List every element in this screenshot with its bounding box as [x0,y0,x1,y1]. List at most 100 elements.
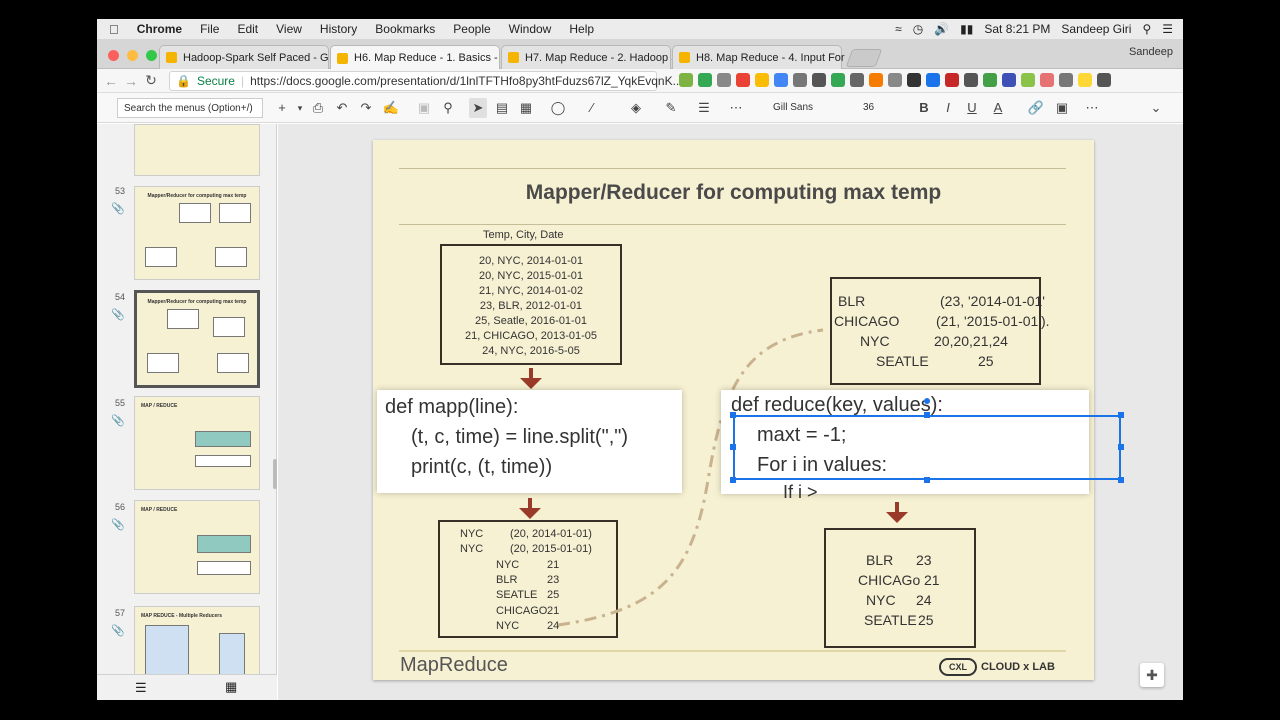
url-input[interactable]: 🔒 Secure | https://docs.google.com/prese… [169,71,683,91]
text-selection-frame[interactable] [733,415,1121,480]
list-view-icon[interactable]: ☰ [135,680,147,695]
slide-thumb-56[interactable]: MAP / REDUCE [134,500,260,594]
underline-icon[interactable]: U [967,100,977,115]
tab-map-reduce-basics[interactable]: H6. Map Reduce - 1. Basics - × [330,45,510,70]
rotate-handle[interactable] [924,398,930,404]
extension-icon[interactable] [755,73,769,87]
extension-icon[interactable] [945,73,959,87]
speaker-notes-button[interactable]: ✚ [1140,663,1164,687]
italic-icon[interactable]: I [946,100,950,115]
slide-footer[interactable]: MapReduce [400,654,508,676]
zoom-icon[interactable]: ⚲ [443,100,453,115]
extension-icon[interactable] [1021,73,1035,87]
result-box[interactable]: BLR 23 CHICAGo 21 NYC 24 SEATLE 25 [824,528,976,648]
reducer-code-box[interactable]: def reduce(key, values): maxt = -1; For … [721,390,1089,502]
link-icon[interactable]: 🔗 [1027,100,1045,115]
new-tab-button[interactable] [845,49,883,67]
mapper-code-box[interactable]: def mapp(line): (t, c, time) = line.spli… [377,390,682,493]
list-icon[interactable]: ☰ [1162,22,1173,36]
spotlight-icon[interactable]: ⚲ [1142,22,1152,36]
resize-handle[interactable] [730,412,736,418]
extension-icon[interactable] [698,73,712,87]
menu-view[interactable]: View [266,22,302,36]
menu-people[interactable]: People [443,22,490,36]
resize-handle[interactable] [730,477,736,483]
time-machine-icon[interactable]: ◷ [912,22,924,36]
paint-format-icon[interactable]: ✍ [382,100,400,115]
zoom-fit-icon[interactable]: ▣ [417,100,431,115]
font-family-select[interactable]: Gill Sans [773,102,814,113]
resize-handle[interactable] [1118,477,1124,483]
slide-thumb-53[interactable]: Mapper/Reducer for computing max temp [134,186,260,280]
print-icon[interactable]: ⎙ [312,100,324,115]
input-header[interactable]: Temp, City, Date [483,229,564,241]
resize-handle[interactable] [924,412,930,418]
forward-icon[interactable]: → [124,72,138,89]
extension-icon[interactable] [1059,73,1073,87]
resize-handle[interactable] [1118,412,1124,418]
undo-icon[interactable]: ↶ [336,100,348,115]
slide[interactable]: Mapper/Reducer for computing max temp Te… [373,140,1124,680]
close-window-icon[interactable] [108,50,119,61]
extension-icon[interactable] [888,73,902,87]
menu-window[interactable]: Window [498,22,552,36]
minimize-window-icon[interactable] [127,50,138,61]
extension-icon[interactable] [774,73,788,87]
border-weight-icon[interactable]: ☰ [698,100,710,115]
clock[interactable]: Sat 8:21 PM [984,22,1051,36]
font-size-select[interactable]: 36 [863,102,875,113]
menu-app[interactable]: Chrome [127,22,182,36]
user-name[interactable]: Sandeep Giri [1061,22,1132,36]
fill-color-icon[interactable]: ◈ [631,100,641,115]
filmstrip-scrollbar[interactable] [273,459,277,489]
collapse-toolbar-icon[interactable]: ⌄ [1150,100,1162,115]
chevron-down-icon[interactable]: ▾ [297,103,303,113]
redo-icon[interactable]: ↷ [360,100,372,115]
text-color-icon[interactable]: A [993,100,1003,115]
new-slide-icon[interactable]: + [278,100,286,115]
extension-icon[interactable] [964,73,978,87]
volume-icon[interactable]: 🔊 [934,22,950,36]
bold-icon[interactable]: B [919,100,929,115]
menu-icon[interactable] [1097,73,1111,87]
menu-history[interactable]: History [310,22,357,36]
code-line[interactable]: If i > [783,482,818,502]
battery-icon[interactable]: ▮▮ [960,22,974,36]
extension-icon[interactable] [736,73,750,87]
tab-hadoop-spark[interactable]: Hadoop-Spark Self Paced - G × [159,45,341,69]
extension-icon[interactable] [1040,73,1054,87]
slide-title[interactable]: Mapper/Reducer for computing max temp [525,181,942,204]
select-icon[interactable]: ➤ [469,98,487,118]
grouped-box[interactable]: BLR (23, '2014-01-01' CHICAGO (21, '2015… [830,277,1050,385]
slide-thumb-52[interactable] [134,124,260,176]
menu-edit[interactable]: Edit [227,22,258,36]
extension-icon[interactable] [1002,73,1016,87]
menu-help[interactable]: Help [559,22,594,36]
resize-handle[interactable] [730,444,736,450]
slide-thumb-54[interactable]: Mapper/Reducer for computing max temp [134,290,260,388]
slide-canvas[interactable]: Mapper/Reducer for computing max temp Te… [278,124,1183,700]
back-icon[interactable]: ← [104,72,118,89]
apple-icon[interactable]:  [109,22,119,37]
extension-icon[interactable] [1078,73,1092,87]
menu-file[interactable]: File [190,22,219,36]
border-color-icon[interactable]: ✎ [665,100,677,115]
extension-icon[interactable] [907,73,921,87]
extension-icon[interactable] [717,73,731,87]
image-icon[interactable]: ▦ [519,100,533,115]
comment-icon[interactable]: ▣ [1055,100,1069,115]
grid-view-icon[interactable]: ▦ [225,679,238,694]
profile-button[interactable]: Sandeep [1128,46,1173,58]
zoom-window-icon[interactable] [146,50,157,61]
tab-map-reduce-hadoop[interactable]: H7. Map Reduce - 2. Hadoop S × [501,45,691,69]
extension-icon[interactable] [850,73,864,87]
shape-icon[interactable]: ◯ [550,100,566,115]
reload-icon[interactable]: ↻ [145,72,157,88]
extension-icon[interactable] [793,73,807,87]
border-dash-icon[interactable]: ⋯ [729,100,743,115]
extension-icon[interactable] [926,73,940,87]
more-icon[interactable]: ⋯ [1085,100,1099,115]
tab-map-reduce-input[interactable]: H8. Map Reduce - 4. Input For × [672,45,857,69]
menu-bookmarks[interactable]: Bookmarks [365,22,435,36]
resize-handle[interactable] [924,477,930,483]
